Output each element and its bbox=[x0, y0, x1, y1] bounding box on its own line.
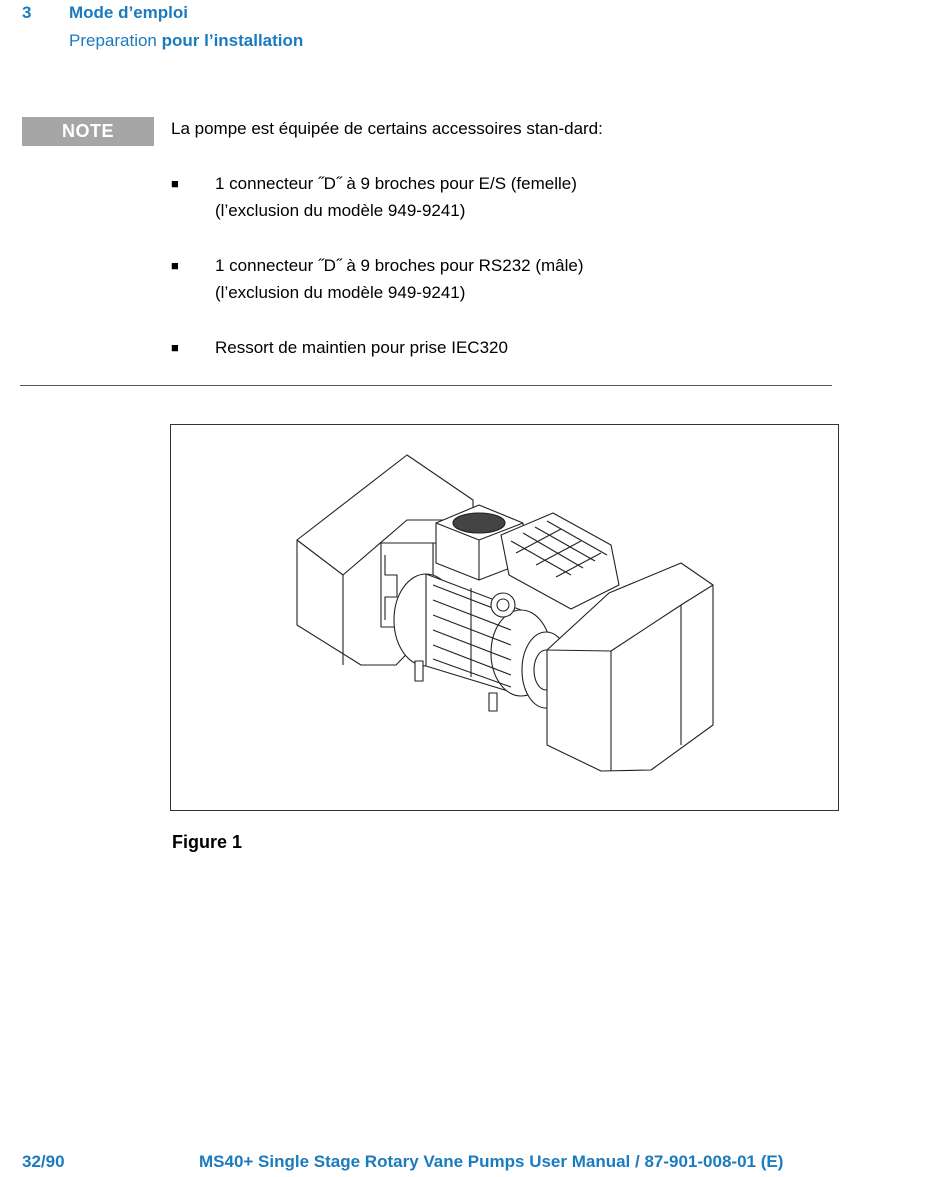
list-item: ■ 1 connecteur ˝D˝ à 9 broches pour E/S … bbox=[171, 170, 811, 224]
section-title-bold: pour l’installation bbox=[161, 31, 304, 50]
section-title: Preparation pour l’installation bbox=[69, 31, 303, 51]
list-item: ■ 1 connecteur ˝D˝ à 9 broches pour RS23… bbox=[171, 252, 811, 306]
list-item-line1: 1 connecteur ˝D˝ à 9 broches pour E/S (f… bbox=[215, 174, 577, 193]
list-item-line1: Ressort de maintien pour prise IEC320 bbox=[215, 338, 508, 357]
list-item: ■ Ressort de maintien pour prise IEC320 bbox=[171, 334, 811, 361]
chapter-number: 3 bbox=[22, 3, 32, 22]
pump-illustration bbox=[296, 454, 714, 772]
page-number: 32/90 bbox=[22, 1152, 65, 1171]
note-intro: La pompe est équipée de certains accesso… bbox=[171, 119, 603, 138]
section-title-plain: Preparation bbox=[69, 31, 157, 50]
note-badge: NOTE bbox=[22, 117, 154, 146]
list-item-line1: 1 connecteur ˝D˝ à 9 broches pour RS232 … bbox=[215, 256, 584, 275]
figure-frame bbox=[170, 424, 839, 811]
chapter-title: Mode d’emploi bbox=[69, 3, 188, 22]
figure-caption: Figure 1 bbox=[172, 832, 243, 852]
list-item-line2: (l’exclusion du modèle 949-9241) bbox=[215, 283, 466, 302]
bullet-icon: ■ bbox=[171, 176, 179, 191]
list-item-line2: (l’exclusion du modèle 949-9241) bbox=[215, 201, 466, 220]
footer-title: MS40+ Single Stage Rotary Vane Pumps Use… bbox=[199, 1152, 784, 1171]
section-divider bbox=[20, 385, 832, 386]
bullet-icon: ■ bbox=[171, 340, 179, 355]
bullet-icon: ■ bbox=[171, 258, 179, 273]
